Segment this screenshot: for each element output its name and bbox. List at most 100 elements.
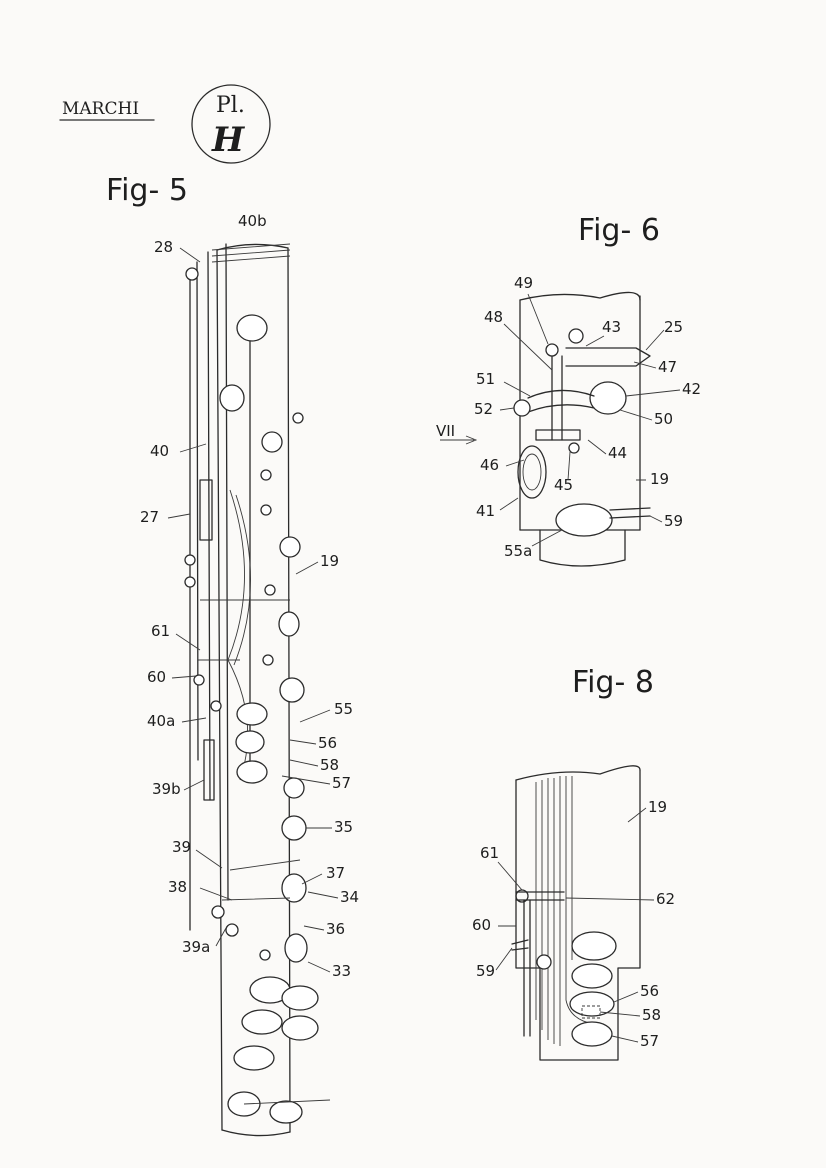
label-36: 36 (326, 920, 345, 938)
figure-6-title: Fig- 6 (578, 213, 660, 248)
fig8-pad-57 (571, 1021, 613, 1047)
fig8-tube-top (515, 765, 641, 781)
knob (260, 504, 272, 516)
pad-55a (555, 503, 613, 537)
rod-40 (207, 251, 211, 801)
figure-5: Fig- 5 (106, 173, 359, 1137)
plate-letter: H (211, 120, 246, 160)
ring-key (283, 777, 305, 799)
label-60-fig8: 60 (472, 916, 491, 934)
lower-key (241, 1009, 283, 1035)
fig6-tube-lower (539, 529, 626, 567)
knob (262, 654, 274, 666)
label-55: 55 (334, 700, 353, 718)
key-55 (236, 702, 268, 726)
tube-bottom (221, 1129, 291, 1137)
label-58: 58 (320, 756, 339, 774)
label-56: 56 (318, 734, 337, 752)
ring-key-33 (284, 933, 308, 963)
label-45: 45 (554, 476, 573, 494)
label-61: 61 (151, 622, 170, 640)
label-19: 19 (320, 552, 339, 570)
label-49: 49 (514, 274, 533, 292)
label-42: 42 (682, 380, 701, 398)
sheet-header: MARCHI Pl. H (59, 84, 271, 164)
label-44: 44 (608, 444, 627, 462)
wavy-rods-2 (233, 494, 251, 666)
key-57 (236, 760, 268, 784)
fig6-leader-lines (499, 293, 681, 547)
label-39: 39 (172, 838, 191, 856)
knob (193, 674, 205, 686)
label-46: 46 (480, 456, 499, 474)
knob (259, 949, 271, 961)
label-62: 62 (656, 890, 675, 908)
knob (184, 576, 196, 588)
label-58-fig8: 58 (642, 1006, 661, 1024)
fig8-clip-59 (511, 939, 529, 951)
author-name: MARCHI (62, 99, 139, 119)
label-39b: 39b (152, 780, 181, 798)
ring-key-34 (281, 873, 307, 903)
label-57: 57 (332, 774, 351, 792)
lower-key (281, 1015, 319, 1041)
figure-5-title: Fig- 5 (106, 173, 188, 208)
label-38: 38 (168, 878, 187, 896)
label-55a: 55a (504, 542, 532, 560)
fig8-pad (571, 963, 613, 989)
fig5-leader-lines (167, 247, 339, 973)
plate-circle (191, 84, 271, 164)
arrow-VII (440, 435, 478, 445)
label-41: 41 (476, 502, 495, 520)
spring-41 (517, 445, 547, 499)
bracket-44 (535, 429, 581, 441)
key-guard (199, 479, 213, 541)
label-34: 34 (340, 888, 359, 906)
key-guard-39b (203, 739, 215, 801)
fig8-tube (515, 769, 641, 1061)
figure-8: Fig- 8 19 61 62 60 59 56 58 57 (472, 665, 675, 1061)
figure-8-title: Fig- 8 (572, 665, 654, 700)
label-27: 27 (140, 508, 159, 526)
lower-key (269, 1100, 303, 1124)
rod-48 (551, 355, 563, 441)
label-52: 52 (474, 400, 493, 418)
key-56 (235, 730, 265, 754)
label-50: 50 (654, 410, 673, 428)
label-51: 51 (476, 370, 495, 388)
fig8-pad (571, 931, 617, 961)
label-25: 25 (664, 318, 683, 336)
rod-40b (225, 243, 229, 901)
label-40a: 40a (147, 712, 175, 730)
ring-key (278, 611, 300, 637)
rod-25 (565, 347, 651, 367)
label-59-fig8: 59 (476, 962, 495, 980)
label-48: 48 (484, 308, 503, 326)
ring-key-35 (281, 815, 307, 841)
ring-key (279, 677, 305, 703)
knob-49 (545, 343, 559, 357)
knob (211, 905, 225, 919)
label-61-fig8: 61 (480, 844, 499, 862)
label-43: 43 (602, 318, 621, 336)
knob (184, 554, 196, 566)
knob (260, 469, 272, 481)
label-28: 28 (154, 238, 173, 256)
tone-pad (236, 314, 268, 342)
label-40b: 40b (238, 212, 267, 230)
knob-45 (568, 442, 580, 454)
lever-51 (527, 389, 595, 413)
label-56-fig8: 56 (640, 982, 659, 1000)
label-VII: VII (436, 422, 455, 440)
fig8-pad-56 (569, 991, 615, 1017)
spring-41-inner (522, 453, 542, 491)
label-40: 40 (150, 442, 169, 460)
plate-prefix: Pl. (216, 93, 245, 118)
knob (225, 923, 239, 937)
label-59-fig6: 59 (664, 512, 683, 530)
tone-pad (261, 431, 283, 453)
fig6-tube-top (519, 291, 641, 301)
lower-rod (243, 1099, 331, 1105)
